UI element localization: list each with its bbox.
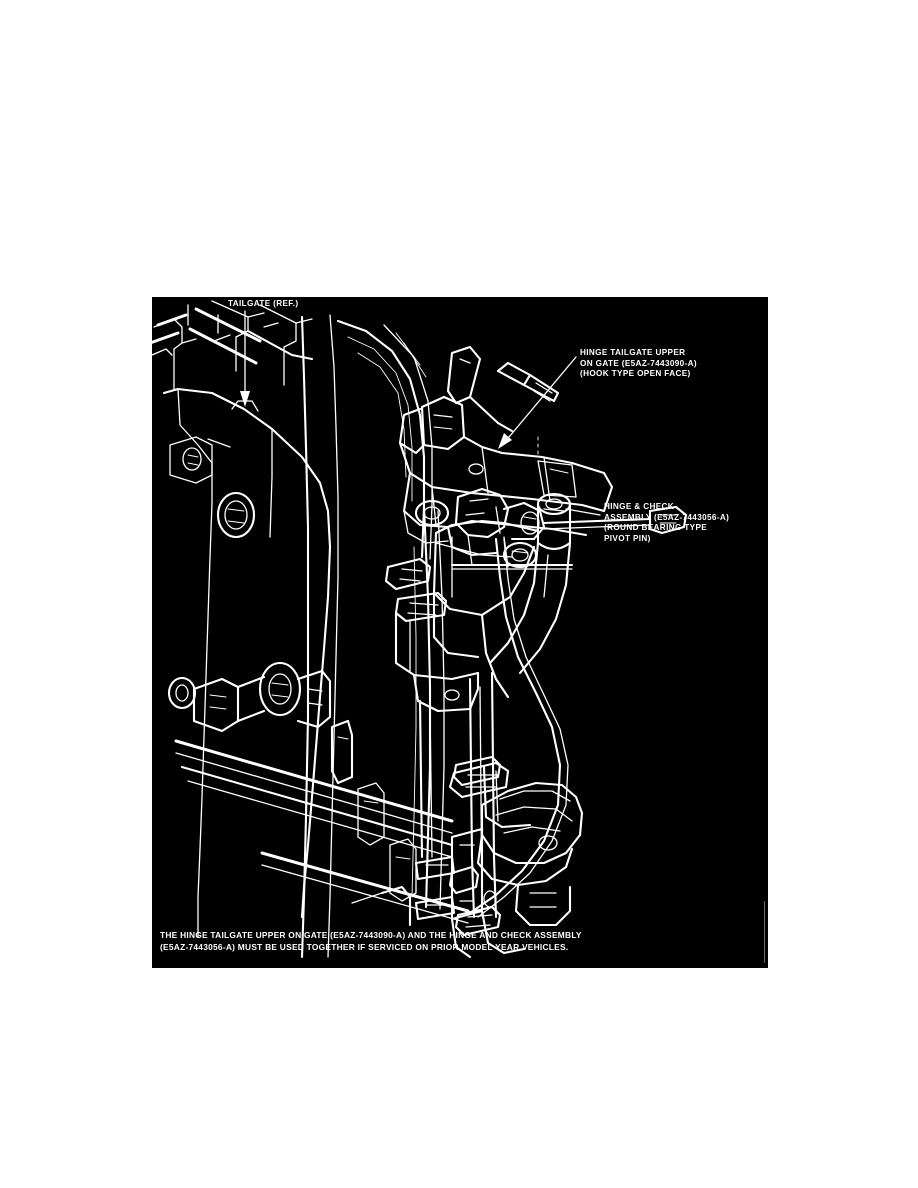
callout-line: (HOOK TYPE OPEN FACE): [580, 369, 691, 379]
illustration-plate: .s { fill:none; stroke:#ffffff; stroke-w…: [152, 297, 768, 968]
gate-pivot-cup: [216, 491, 256, 539]
callout-hinge-and-check-assembly: HINGE & CHECK ASSEMBLY (E5AZ-7443056-A) …: [604, 502, 729, 544]
tailgate-upper-frame: [152, 300, 314, 390]
leader-lines: [231, 310, 601, 516]
callout-line: (ROUND BEARING TYPE: [604, 523, 708, 533]
callout-line: TAILGATE (REF.): [228, 299, 299, 308]
figure-caption-note: THE HINGE TAILGATE UPPER ON GATE (E5AZ-7…: [160, 929, 760, 954]
callout-line: HINGE & CHECK: [604, 502, 675, 511]
callout-line: ON GATE (E5AZ-7443090-A): [580, 358, 697, 368]
callout-line: ASSEMBLY (E5AZ-7443056-A): [604, 512, 730, 522]
part-lower-latch-assembly: [414, 755, 584, 959]
tailgate-assembly-line-art: .s { fill:none; stroke:#ffffff; stroke-w…: [152, 300, 688, 959]
latch-rod-right: [542, 505, 688, 535]
tailgate-body-outline: [162, 314, 445, 959]
gate-lower-rails: [174, 719, 470, 927]
callout-tailgate-ref: TAILGATE (REF.): [228, 299, 298, 310]
part-hinge-tailgate-upper: [398, 345, 614, 569]
caption-line: (E5AZ-7443056-A) MUST BE USED TOGETHER I…: [160, 942, 569, 953]
gate-cable: [468, 537, 569, 918]
callout-line: HINGE TAILGATE UPPER: [580, 348, 686, 357]
caption-line: THE HINGE TAILGATE UPPER ON GATE (E5AZ-7…: [160, 930, 582, 940]
plate-edge-rule: [764, 901, 765, 963]
gate-hinge-upper-left: [169, 436, 231, 484]
callout-line: PIVOT PIN): [604, 533, 651, 543]
gate-hinge-lower-left: [167, 661, 332, 733]
callout-hinge-tailgate-upper: HINGE TAILGATE UPPER ON GATE (E5AZ-74430…: [580, 348, 697, 380]
